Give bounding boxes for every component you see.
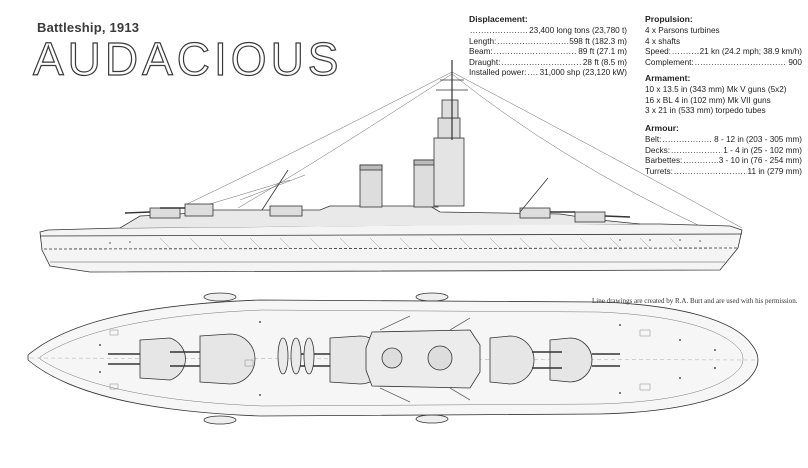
spec-row: Draught: 28 ft (8.5 m) <box>469 58 627 68</box>
ship-name-title: AUDACIOUS <box>32 33 343 85</box>
spec-value: 31,000 shp (23,120 kW) <box>539 68 627 78</box>
spec-row: Speed: 21 kn (24.2 mph; 38.9 km/h) <box>645 47 802 57</box>
spec-row: Length: 598 ft (182.3 m) <box>469 37 627 47</box>
spec-row: Belt: 8 - 12 in (203 - 305 mm) <box>645 135 802 145</box>
displacement-heading: Displacement: <box>469 14 528 24</box>
armour-section: Armour: Belt: 8 - 12 in (203 - 305 mm) De… <box>645 123 802 177</box>
propulsion-heading: Propulsion: <box>645 14 693 24</box>
spec-value: 21 kn (24.2 mph; 38.9 km/h) <box>699 47 802 57</box>
spec-row: Barbettes: 3 - 10 in (76 - 254 mm) <box>645 156 802 166</box>
spec-value: 8 - 12 in (203 - 305 mm) <box>714 135 802 145</box>
spec-line: 10 x 13.5 in (343 mm) Mk V guns (5x2) <box>645 85 787 95</box>
spec-value: 900 <box>788 57 802 67</box>
spec-value: 598 ft (182.3 m) <box>569 36 627 46</box>
propulsion-section: Propulsion: 4 x Parsons turbines 4 x sha… <box>645 14 802 68</box>
side-profile-drawing <box>39 60 743 273</box>
ship-class-subtitle: Battleship, 1913 <box>37 20 140 35</box>
spec-value: 11 in (279 mm) <box>747 166 802 176</box>
spec-row: Decks: 1 - 4 in (25 - 102 mm) <box>645 146 802 156</box>
spec-line: 16 x BL 4 in (102 mm) Mk VII guns <box>645 95 771 105</box>
spec-value: 1 - 4 in (25 - 102 mm) <box>723 145 802 155</box>
spec-label: Decks: <box>645 145 671 155</box>
spec-row: Complement: 900 <box>645 58 802 68</box>
spec-line: 4 x Parsons turbines <box>645 26 720 36</box>
spec-line: 3 x 21 in (533 mm) torpedo tubes <box>645 106 766 116</box>
displacement-section: Displacement: 23,400 long tons (23,780 t… <box>469 14 627 78</box>
armour-heading: Armour: <box>645 123 679 133</box>
spec-label: Length: <box>469 36 497 46</box>
spec-value: 28 ft (8.5 m) <box>582 57 627 67</box>
spec-row: 23,400 long tons (23,780 t) <box>469 26 627 36</box>
spec-row: Turrets: 11 in (279 mm) <box>645 167 802 177</box>
spec-label: Beam: <box>469 47 493 57</box>
spec-value: 23,400 long tons (23,780 t) <box>529 26 627 36</box>
spec-label: Turrets: <box>645 166 673 176</box>
spec-label: Barbettes: <box>645 156 683 166</box>
plan-view-drawing <box>27 292 759 425</box>
spec-label: Belt: <box>645 135 662 145</box>
spec-label: Draught: <box>469 57 501 67</box>
spec-value: 3 - 10 in (76 - 254 mm) <box>718 156 802 166</box>
spec-row: Beam: 89 ft (27.1 m) <box>469 47 627 57</box>
spec-value: 89 ft (27.1 m) <box>578 47 627 57</box>
spec-label: Speed: <box>645 47 671 57</box>
armament-section: Armament: 10 x 13.5 in (343 mm) Mk V gun… <box>645 73 802 117</box>
spec-row: Installed power: 31,000 shp (23,120 kW) <box>469 68 627 78</box>
drawing-credit: Line drawings are created by R.A. Burt a… <box>592 297 798 305</box>
spec-line: 4 x shafts <box>645 36 681 46</box>
armament-heading: Armament: <box>645 73 691 83</box>
spec-label: Installed power: <box>469 68 527 78</box>
spec-label: Complement: <box>645 57 694 67</box>
